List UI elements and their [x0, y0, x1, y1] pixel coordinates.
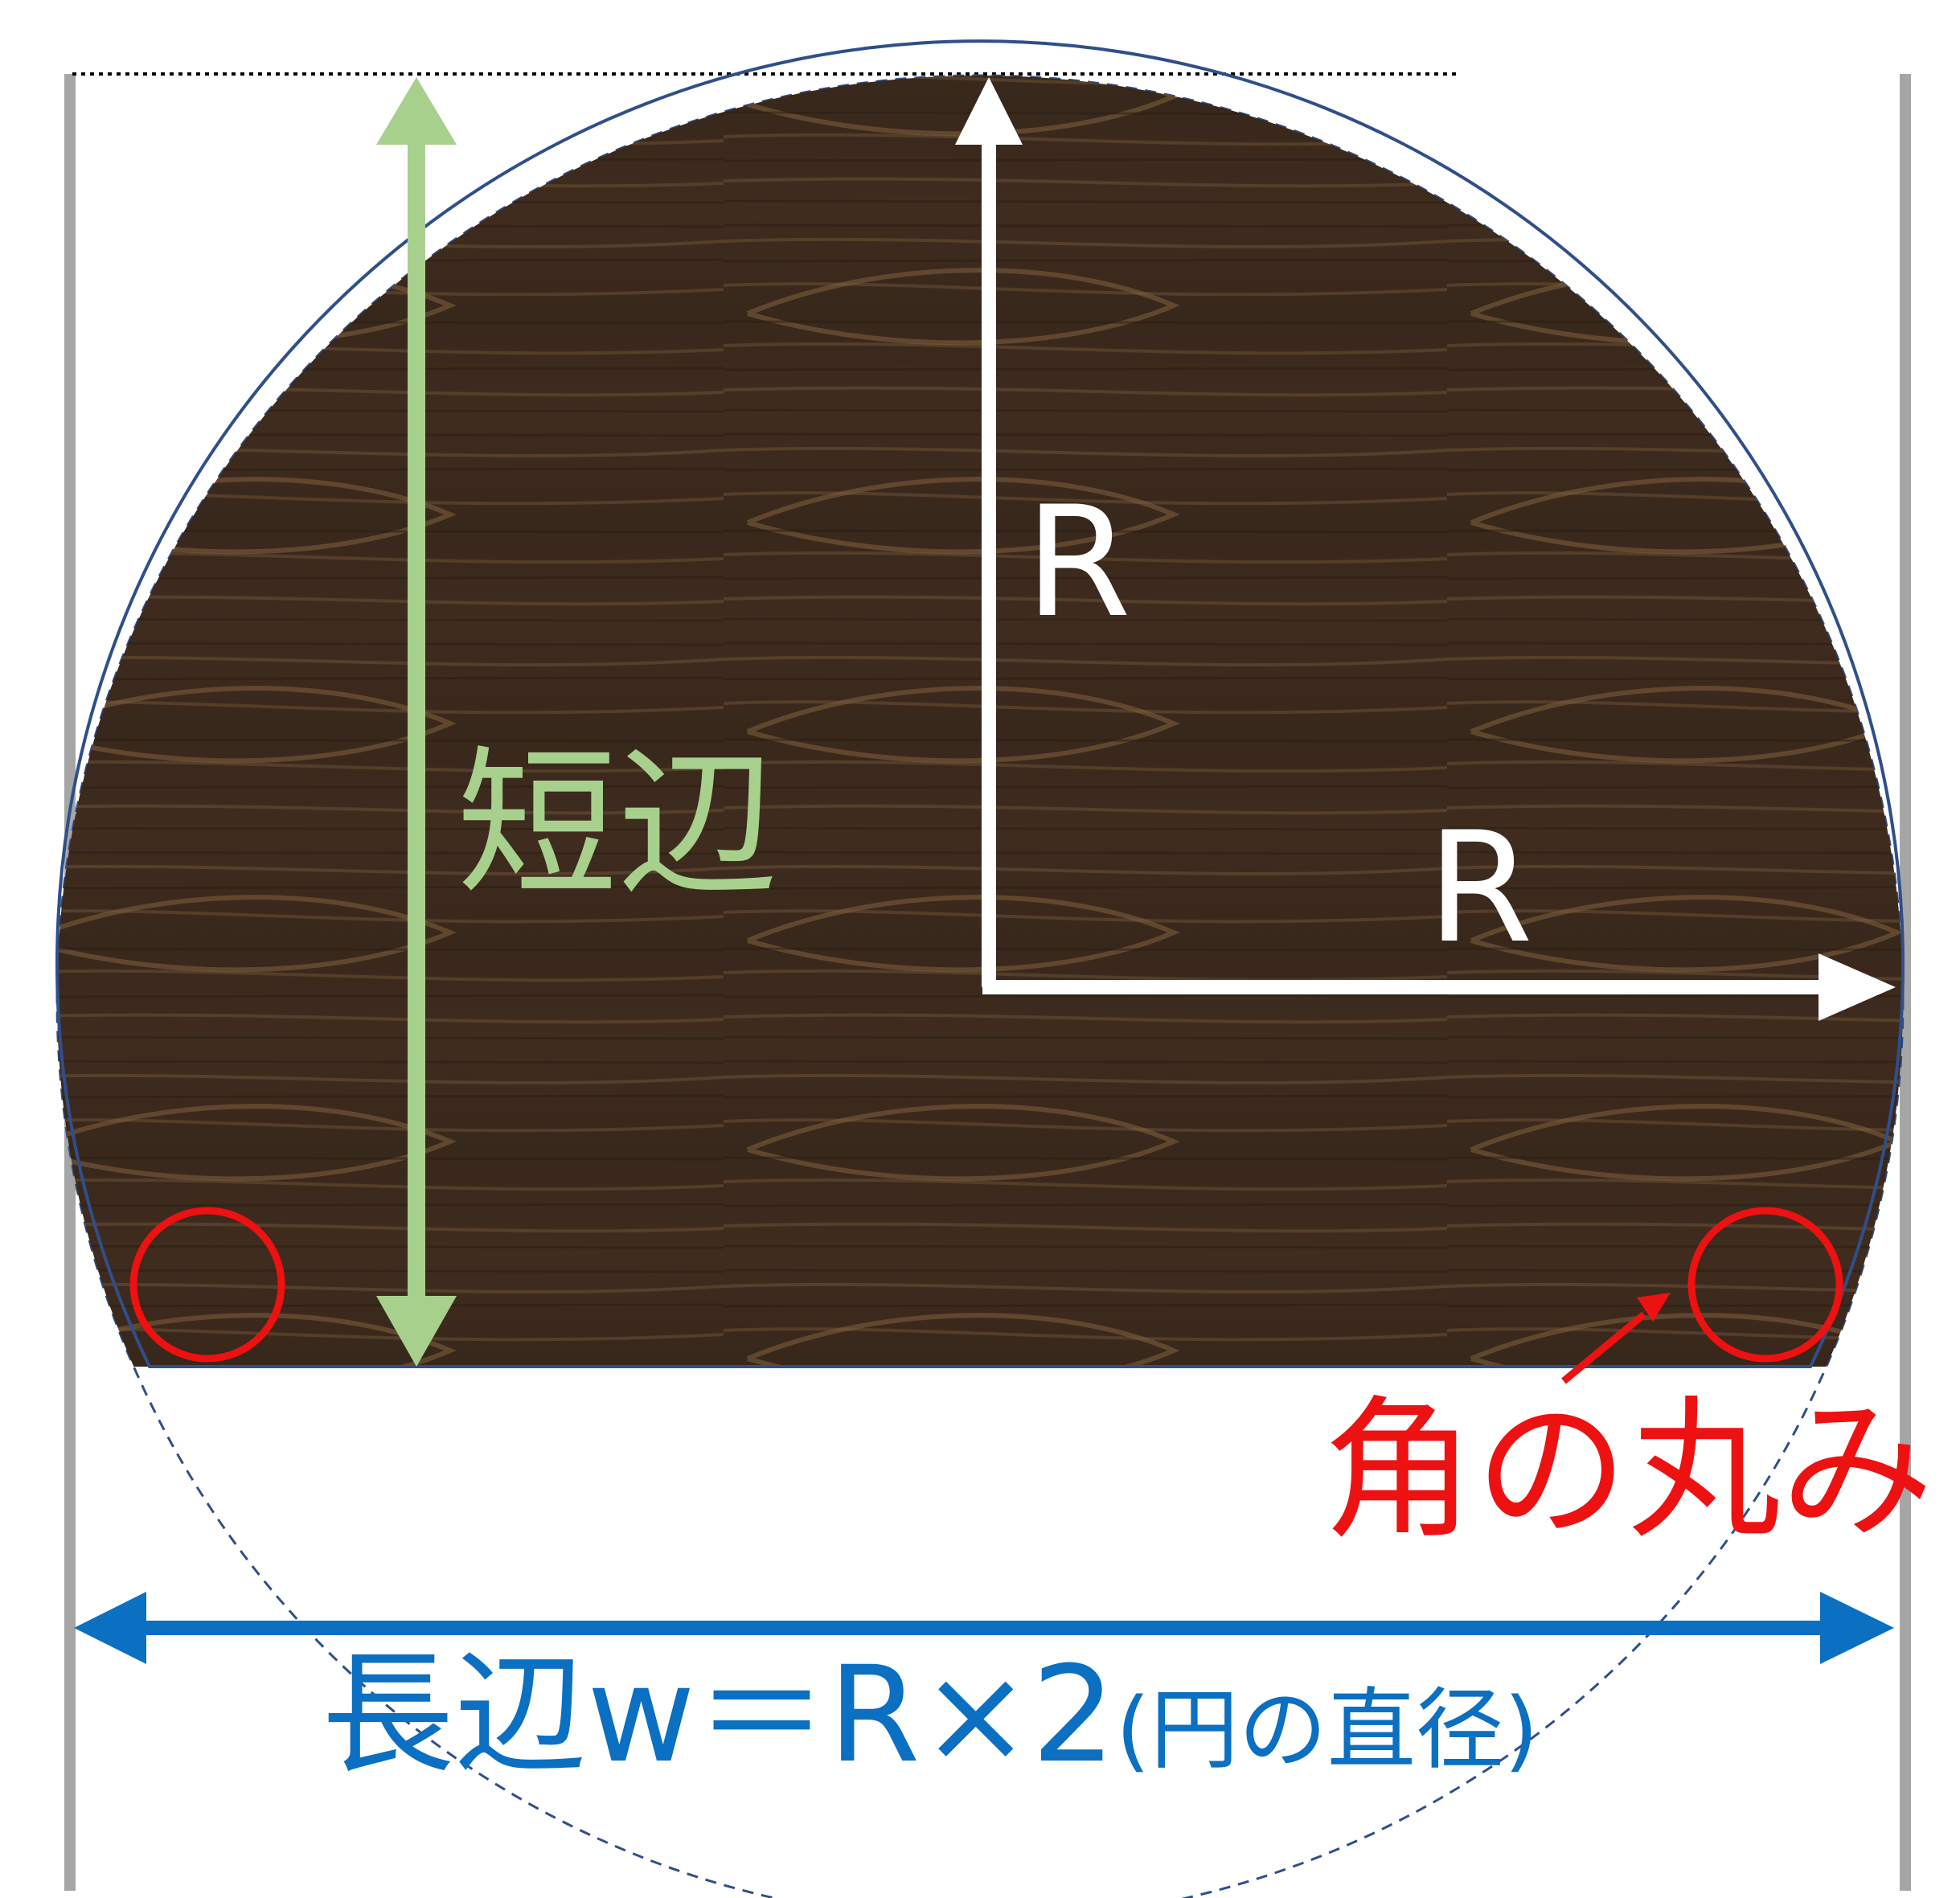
radius-vertical-label: R — [1025, 473, 1131, 651]
table-top-outline — [55, 39, 1905, 1368]
long-side-arrow — [74, 1592, 1894, 1664]
corner-circle-left — [129, 1207, 285, 1363]
table-top-shape — [57, 76, 1903, 1367]
radius-horizontal-arrowhead — [1819, 953, 1896, 1021]
corner-pointer-arrowhead — [1637, 1293, 1671, 1322]
long-side-label: 長辺w＝R×2(円の直径) — [322, 1638, 1539, 1792]
corner-rounding-label: 角の丸み — [1322, 1382, 1933, 1560]
radius-vertical-arrowhead — [955, 77, 1023, 145]
corner-pointer-line — [1561, 1311, 1646, 1384]
corner-circle-right — [1687, 1207, 1843, 1363]
right-guide-bar — [1900, 74, 1911, 1891]
long-side-note-text: (円の直径) — [1116, 1679, 1539, 1781]
short-side-arrow — [376, 77, 457, 1367]
short-side-label: 短辺 — [457, 732, 778, 919]
long-side-main-text: 長辺w＝R×2 — [322, 1638, 1116, 1792]
radius-horizontal-label: R — [1427, 799, 1533, 977]
radius-arrows — [955, 77, 1896, 1021]
